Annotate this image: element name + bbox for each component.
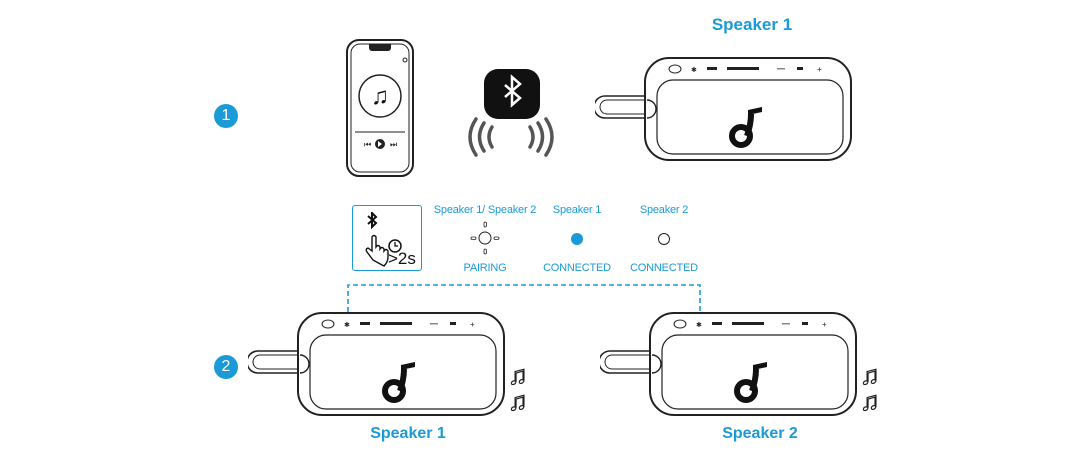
svg-text:+: + [822,320,827,329]
pairing-blinking-led-icon [470,221,500,255]
svg-text:✱: ✱ [696,321,702,329]
bottom-speaker-2-label: Speaker 2 [722,425,798,442]
svg-text:✱: ✱ [691,66,697,74]
svg-text:♫: ♫ [860,360,880,390]
state-status-label: CONNECTED [543,262,611,274]
hold-time-label: >2s [388,249,416,268]
connected-white-led-icon [658,233,670,245]
svg-text:♫: ♫ [508,386,528,412]
speaker-2-bottom: ✱ + [598,311,862,424]
phone-illustration: ♫ ⏮ ⏭ [346,39,414,177]
connected-solid-led-icon [571,233,583,245]
svg-text:✱: ✱ [344,321,350,329]
svg-text:♫: ♫ [508,360,528,390]
speaker-1-bottom: ✱ + [246,311,510,424]
state-speaker-label: Speaker 1 [552,204,602,216]
state-status-label: CONNECTED [630,262,698,274]
top-speaker-title: Speaker 1 [711,15,793,34]
speaker-icon: ✱ + [593,57,852,161]
svg-text:♫: ♫ [371,83,389,110]
svg-text:⏮: ⏮ [364,140,371,149]
step-1-badge: 1 [214,104,238,128]
bluetooth-signal-illustration [468,69,554,157]
svg-text:+: + [817,65,822,74]
step-2-badge: 2 [214,355,238,379]
bottom-speaker-1-label: Speaker 1 [370,425,446,442]
speaker-icon: ✱ + [246,312,505,416]
svg-text:+: + [470,320,475,329]
signal-waves-icon [468,117,554,157]
speaker-1-top: ✱ + [593,56,857,169]
state-speaker-label: Speaker 2 [639,204,689,216]
svg-text:♫: ♫ [860,386,880,412]
svg-text:⏭: ⏭ [390,140,397,149]
speaker-icon: ✱ + [598,312,857,416]
hand-press-icon [365,212,402,267]
music-notes-icon: ♫ ♫ [860,359,880,412]
state-status-label: PAIRING [463,262,507,274]
hold-button-instruction: >2s [352,205,422,271]
music-notes-icon: ♫ ♫ [508,359,528,412]
state-speaker-label: Speaker 1/ Speaker 2 [433,204,537,216]
